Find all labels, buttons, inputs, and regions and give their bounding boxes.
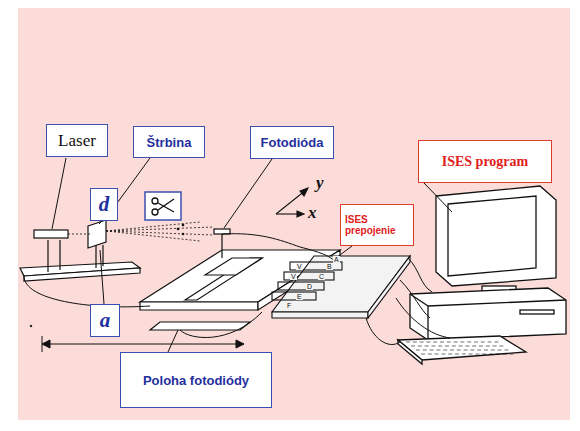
box-text: d bbox=[99, 192, 110, 217]
key bbox=[421, 354, 425, 355]
key bbox=[426, 342, 430, 343]
axis-label: y bbox=[316, 174, 324, 191]
key bbox=[475, 354, 479, 355]
key bbox=[484, 350, 488, 351]
key bbox=[467, 342, 471, 343]
terminal-label: A bbox=[333, 256, 340, 263]
key bbox=[433, 342, 437, 343]
box-text: Laser bbox=[58, 131, 96, 151]
key bbox=[465, 346, 469, 347]
key bbox=[455, 354, 459, 355]
diffraction-dots bbox=[177, 224, 185, 236]
key bbox=[470, 350, 474, 351]
key bbox=[474, 342, 478, 343]
key bbox=[452, 346, 456, 347]
laser-label-box: Laser bbox=[46, 124, 108, 157]
key bbox=[469, 354, 473, 355]
key bbox=[489, 354, 493, 355]
key bbox=[459, 346, 463, 347]
terminal-label: E bbox=[296, 293, 303, 300]
key bbox=[460, 342, 464, 343]
key bbox=[472, 346, 476, 347]
box-text: ISES prepojenie bbox=[345, 214, 413, 236]
key bbox=[477, 350, 481, 351]
key bbox=[425, 346, 429, 347]
key bbox=[499, 346, 503, 347]
key bbox=[413, 342, 417, 343]
key bbox=[482, 354, 486, 355]
box-text: Poloha fotodiódy bbox=[143, 373, 249, 388]
key bbox=[423, 350, 427, 351]
interface-label-box: ISES prepojenie bbox=[340, 204, 414, 246]
key bbox=[428, 354, 432, 355]
terminal-label: V bbox=[290, 273, 297, 280]
key bbox=[418, 346, 422, 347]
key bbox=[441, 354, 445, 355]
key bbox=[443, 350, 447, 351]
key bbox=[445, 346, 449, 347]
key bbox=[411, 346, 415, 347]
leader-lines bbox=[52, 158, 452, 352]
key bbox=[503, 354, 507, 355]
key bbox=[464, 350, 468, 351]
background bbox=[18, 8, 570, 420]
key bbox=[479, 346, 483, 347]
symbol-box: d bbox=[90, 188, 118, 221]
terminal-label: B bbox=[326, 263, 333, 270]
key bbox=[440, 342, 444, 343]
key bbox=[420, 342, 424, 343]
box-text: ISES program bbox=[442, 154, 528, 170]
ises-interface-board bbox=[272, 256, 410, 318]
key bbox=[450, 350, 454, 351]
terminal-label: V bbox=[296, 263, 303, 270]
terminal-label: F bbox=[286, 302, 292, 309]
terminal-label: D bbox=[306, 283, 313, 290]
key bbox=[454, 342, 458, 343]
key bbox=[504, 350, 508, 351]
position-label-box: Poloha fotodiódy bbox=[120, 352, 272, 408]
computer bbox=[398, 186, 566, 364]
key bbox=[491, 350, 495, 351]
photodiode-label-box: Fotodióda bbox=[250, 126, 334, 159]
key bbox=[448, 354, 452, 355]
terminal-label: C bbox=[318, 273, 325, 280]
key bbox=[438, 346, 442, 347]
cables bbox=[24, 234, 450, 345]
key bbox=[431, 346, 435, 347]
coordinate-axes bbox=[276, 188, 308, 217]
key bbox=[481, 342, 485, 343]
key bbox=[430, 350, 434, 351]
symbol-box: a bbox=[90, 304, 120, 337]
keyboard-keys bbox=[406, 342, 513, 354]
key bbox=[436, 350, 440, 351]
key bbox=[488, 342, 492, 343]
key bbox=[496, 354, 500, 355]
box-text: Fotodióda bbox=[261, 135, 324, 150]
key bbox=[494, 342, 498, 343]
box-text: a bbox=[100, 308, 111, 333]
box-text: Štrbina bbox=[147, 135, 192, 150]
key bbox=[462, 354, 466, 355]
software-label-box: ISES program bbox=[418, 140, 552, 183]
axis-label: x bbox=[308, 204, 317, 221]
key bbox=[406, 342, 410, 343]
scissors-icon bbox=[145, 192, 181, 220]
key bbox=[457, 350, 461, 351]
dimension-a bbox=[30, 325, 244, 352]
key bbox=[435, 354, 439, 355]
key bbox=[447, 342, 451, 343]
laser-beam bbox=[68, 222, 214, 241]
key bbox=[493, 346, 497, 347]
slit-label-box: Štrbina bbox=[133, 126, 205, 158]
key bbox=[416, 350, 420, 351]
key bbox=[509, 354, 513, 355]
key bbox=[486, 346, 490, 347]
key bbox=[498, 350, 502, 351]
